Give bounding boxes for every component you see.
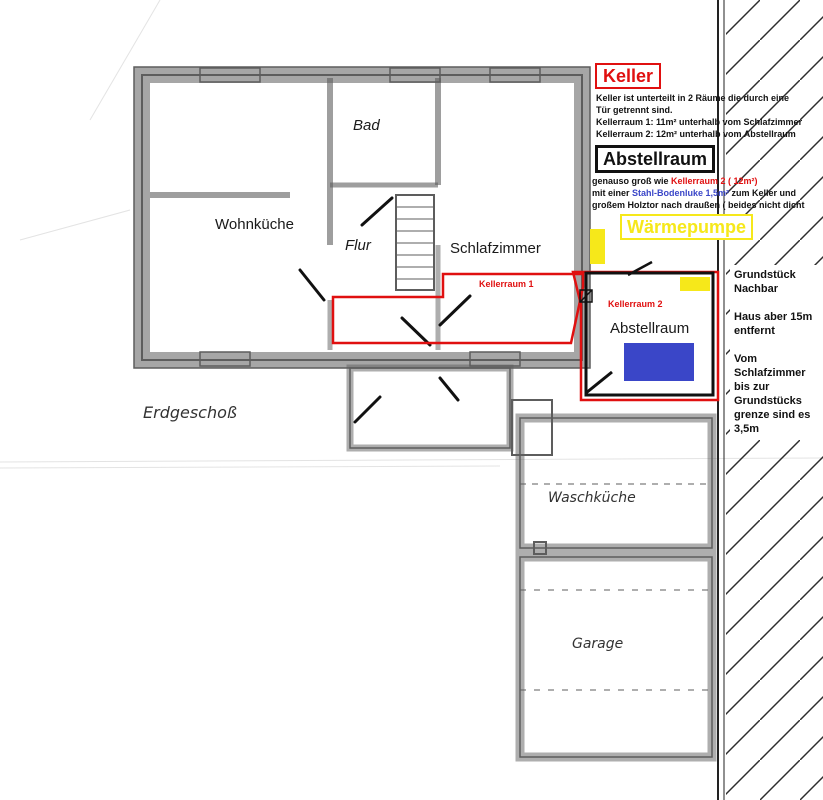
waermepumpe-marker-1 (590, 229, 605, 264)
room-label-kellerraum-1: Kellerraum 1 (479, 279, 534, 289)
room-label-waschkueche: Waschküche (548, 490, 636, 506)
keller-description: Keller ist unterteilt in 2 Räume die dur… (596, 93, 803, 139)
abstellraum-door-stroke (585, 370, 613, 395)
hatch-symbol (579, 289, 593, 303)
neighbour-plot-hatching (717, 0, 823, 800)
room-label-kellerraum-2: Kellerraum 2 (608, 299, 663, 309)
neighbour-distance-note: Grundstück Nachbar Haus aber 15m entfern… (734, 269, 813, 435)
abstellraum-title: Abstellraum (595, 145, 716, 173)
house-walls (133, 66, 591, 369)
abstellraum-description: genauso groß wie Kellerraum 2 ( 12m²) mi… (592, 176, 805, 210)
garage-walls (515, 552, 717, 762)
floor-label: Erdgeschoß (143, 403, 237, 422)
room-label-abstellraum: Abstellraum (610, 320, 690, 337)
waermepumpe-title: Wärmepumpe (620, 214, 754, 240)
room-label-bad: Bad (353, 117, 380, 134)
room-label-schlafzimmer: Schlafzimmer (450, 240, 541, 257)
scan-noise (0, 0, 823, 469)
entrance-porch (346, 364, 514, 452)
room-label-garage: Garage (572, 636, 624, 652)
room-label-wohnkueche: Wohnküche (215, 216, 294, 233)
abstellraum-outline (584, 271, 715, 397)
waschkueche-walls (511, 399, 717, 555)
abstellraum-door-top (627, 260, 653, 277)
kellerraum-1-outline (331, 272, 585, 345)
stahl-bodenluke (624, 343, 694, 381)
waermepumpe-marker-2 (680, 277, 710, 291)
keller-title: Keller (595, 63, 662, 89)
door-markers (298, 196, 472, 424)
room-label-flur: Flur (345, 237, 371, 254)
